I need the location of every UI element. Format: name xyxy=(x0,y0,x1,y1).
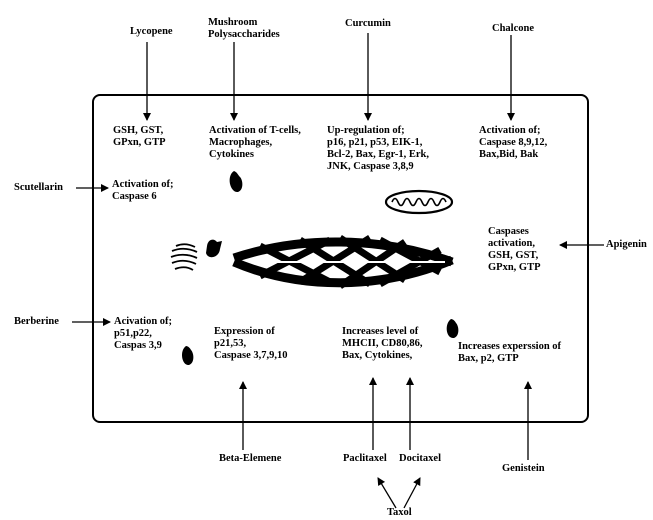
effect-beta-elemene-line3: Caspase 3,7,9,10 xyxy=(214,350,288,363)
compound-mushroom-line2: Polysaccharides xyxy=(208,29,280,42)
effect-apigenin-line3: GSH, GST, xyxy=(488,250,538,263)
effect-curcumin-line4: JNK, Caspase 3,8,9 xyxy=(327,161,414,174)
compound-lycopene: Lycopene xyxy=(130,26,173,39)
effect-curcumin-line3: Bcl-2, Bax, Egr-1, Erk, xyxy=(327,149,429,162)
compound-berberine: Berberine xyxy=(14,316,59,329)
effect-lycopene-line1: GSH, GST, xyxy=(113,125,163,138)
effect-chalcone-line2: Caspase 8,9,12, xyxy=(479,137,547,150)
compound-docitaxel: Docitaxel xyxy=(399,453,441,466)
effect-apigenin-line2: activation, xyxy=(488,238,535,251)
compound-genistein: Genistein xyxy=(502,463,545,476)
effect-beta-elemene-line2: p21,53, xyxy=(214,338,246,351)
effect-mushroom-line1: Activation of T-cells, xyxy=(209,125,301,138)
effect-curcumin-line1: Up-regulation of; xyxy=(327,125,405,138)
effect-berberine-line2: p51,p22, xyxy=(114,328,152,341)
effect-paclitaxel-line3: Bax, Cytokines, xyxy=(342,350,412,363)
effect-paclitaxel-line1: Increases level of xyxy=(342,326,418,339)
effect-berberine-line3: Caspas 3,9 xyxy=(114,340,162,353)
effect-paclitaxel-line2: MHCII, CD80,86, xyxy=(342,338,423,351)
compound-curcumin: Curcumin xyxy=(345,18,391,31)
effect-chalcone-line3: Bax,Bid, Bak xyxy=(479,149,538,162)
arrow-taxol-docitaxel xyxy=(404,478,420,508)
compound-chalcone: Chalcone xyxy=(492,23,534,36)
effect-lycopene-line2: GPxn, GTP xyxy=(113,137,166,150)
compound-apigenin: Apigenin xyxy=(606,239,647,252)
compound-scutellarin: Scutellarin xyxy=(14,182,63,195)
effect-mushroom-line2: Macrophages, xyxy=(209,137,272,150)
effect-beta-elemene-line1: Expression of xyxy=(214,326,275,339)
effect-scutellarin-line1: Activation of; xyxy=(112,179,174,192)
compound-beta-elemene: Beta-Elemene xyxy=(219,453,281,466)
effect-scutellarin-line2: Caspase 6 xyxy=(112,191,157,204)
effect-mushroom-line3: Cytokines xyxy=(209,149,254,162)
arrow-taxol-paclitaxel xyxy=(378,478,396,508)
effect-apigenin-line4: GPxn, GTP xyxy=(488,262,541,275)
effect-genistein-line1: Increases experssion of xyxy=(458,341,561,354)
compound-mushroom-line1: Mushroom xyxy=(208,17,257,30)
effect-curcumin-line2: p16, p21, p53, EIK-1, xyxy=(327,137,422,150)
effect-chalcone-line1: Activation of; xyxy=(479,125,541,138)
compound-taxol: Taxol xyxy=(387,507,412,520)
effect-apigenin-line1: Caspases xyxy=(488,226,529,239)
effect-genistein-line2: Bax, p2, GTP xyxy=(458,353,519,366)
compound-paclitaxel: Paclitaxel xyxy=(343,453,387,466)
effect-berberine-line1: Acivation of; xyxy=(114,316,172,329)
